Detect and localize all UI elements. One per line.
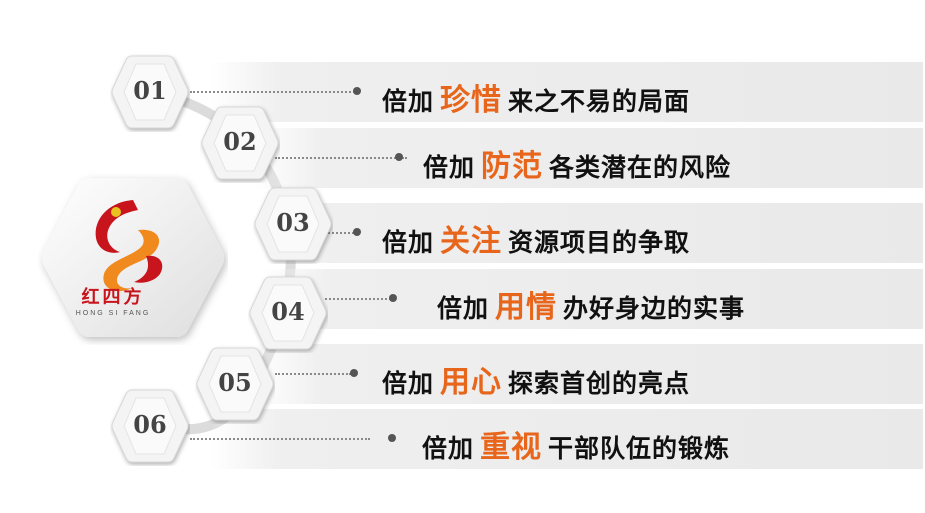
hex-04-number: 04 [271, 297, 305, 326]
logo-mark-icon [95, 200, 163, 292]
hex-06: 06 [110, 386, 190, 466]
logo-name-en: HONG SI FANG [75, 310, 151, 317]
item-band-6: 倍加重视干部队伍的锻炼 [190, 409, 923, 469]
keyword-4: 用情 [495, 290, 558, 325]
logo-badge: 红四方 HONG SI FANG [38, 170, 228, 345]
item-text-3: 倍加关注资源项目的争取 [382, 224, 691, 259]
hex-02-number: 02 [223, 127, 257, 156]
hex-05-number: 05 [218, 368, 252, 397]
hex-04: 04 [248, 273, 328, 353]
keyword-3: 关注 [440, 224, 503, 259]
item-text-4: 倍加用情办好身边的实事 [437, 290, 746, 325]
item-band-1: 倍加珍惜来之不易的局面 [190, 62, 923, 122]
hex-03-number: 03 [276, 208, 310, 237]
item-band-4: 倍加用情办好身边的实事 [265, 269, 923, 329]
keyword-1: 珍惜 [440, 83, 503, 118]
hex-05: 05 [195, 344, 275, 424]
item-band-5: 倍加用心探索首创的亮点 [255, 344, 923, 404]
keyword-6: 重视 [480, 430, 543, 465]
keyword-2: 防范 [481, 149, 544, 184]
item-band-2: 倍加防范各类潜在的风险 [255, 128, 923, 188]
hex-03: 03 [253, 184, 333, 264]
item-text-6: 倍加重视干部队伍的锻炼 [422, 430, 731, 465]
hex-01-number: 01 [133, 76, 167, 105]
keyword-5: 用心 [440, 365, 503, 400]
item-band-3: 倍加关注资源项目的争取 [265, 203, 923, 263]
hex-01: 01 [110, 52, 190, 132]
item-text-1: 倍加珍惜来之不易的局面 [382, 83, 691, 118]
item-text-5: 倍加用心探索首创的亮点 [382, 365, 691, 400]
hex-02: 02 [200, 103, 280, 183]
hex-06-number: 06 [133, 410, 167, 439]
logo-name-zh: 红四方 [81, 287, 145, 308]
item-text-2: 倍加防范各类潜在的风险 [423, 149, 732, 184]
